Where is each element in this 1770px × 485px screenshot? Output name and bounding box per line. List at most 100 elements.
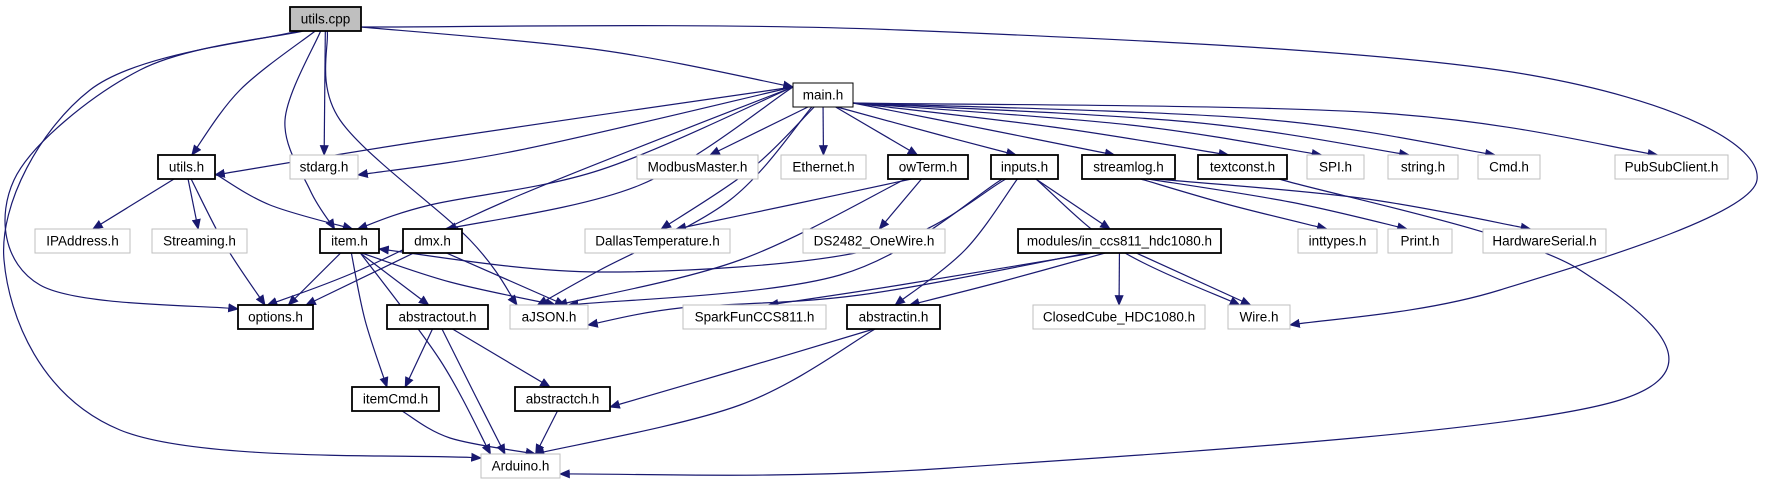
node-box-pubsubclient-h [1614, 154, 1729, 180]
node-string-h: string.h [1387, 154, 1459, 180]
node-box-utils-cpp [289, 6, 362, 32]
include-edge-main-h-to-streamlog-h [852, 102, 1116, 158]
include-edge-utils-cpp-to-item-h [284, 30, 336, 230]
node-label-streamlog-h: streamlog.h [1093, 160, 1164, 175]
node-box-cmd-h [1477, 154, 1541, 180]
node-streaming-h: Streaming.h [151, 228, 248, 254]
include-edge-item-h-to-options-h [287, 252, 342, 306]
node-label-ethernet-h: Ethernet.h [792, 160, 854, 175]
include-edge-streamlog-h-to-hardwareserial-h [1156, 178, 1532, 232]
node-options-h[interactable]: options.h [237, 304, 314, 330]
node-box-textconst-h [1197, 154, 1288, 180]
include-edge-utils-cpp-to-arduino-h [3, 30, 483, 462]
node-box-dmx-h [402, 228, 463, 254]
node-box-ipaddress-h [34, 228, 131, 254]
node-label-item-h: item.h [331, 234, 368, 249]
node-box-hardwareserial-h [1482, 228, 1607, 254]
include-edge-main-h-to-pubsubclient-h [852, 102, 1659, 159]
include-edge-utils-h-to-ipaddress-h [91, 178, 175, 230]
node-label-owterm-h: owTerm.h [899, 160, 958, 175]
node-modules-in-ccs811-hdc1080-h[interactable]: modules/in_ccs811_hdc1080.h [1017, 228, 1222, 254]
node-box-streamlog-h [1081, 154, 1176, 180]
node-abstractout-h[interactable]: abstractout.h [386, 304, 489, 330]
include-edge-abstractch-h-to-arduino-h [535, 410, 558, 456]
node-label-dallastemperature-h: DallasTemperature.h [595, 234, 720, 249]
node-box-inputs-h [990, 154, 1059, 180]
node-label-modbusmaster-h: ModbusMaster.h [648, 160, 748, 175]
node-label-string-h: string.h [1401, 160, 1445, 175]
node-pubsubclient-h: PubSubClient.h [1614, 154, 1729, 180]
include-edge-itemcmd-h-to-arduino-h [401, 410, 537, 457]
node-ds2482-onewire-h: DS2482_OneWire.h [802, 228, 946, 254]
node-box-item-h [319, 228, 380, 254]
node-label-modules-in-ccs811-hdc1080-h: modules/in_ccs811_hdc1080.h [1027, 234, 1212, 249]
node-ethernet-h: Ethernet.h [780, 154, 867, 180]
include-edge-utils-cpp-to-utils-h [191, 30, 316, 156]
node-print-h: Print.h [1387, 228, 1453, 254]
include-edge-utils-cpp-to-wire-h [360, 25, 1758, 328]
node-label-ajson-h: aJSON.h [522, 310, 577, 325]
node-wire-h: Wire.h [1227, 304, 1291, 330]
node-box-owterm-h [887, 154, 969, 180]
node-box-string-h [1387, 154, 1459, 180]
node-owterm-h[interactable]: owTerm.h [887, 154, 969, 180]
include-edge-main-h-to-string-h [852, 102, 1411, 159]
node-label-arduino-h: Arduino.h [492, 459, 550, 474]
node-label-abstractin-h: abstractin.h [859, 310, 929, 325]
node-abstractch-h[interactable]: abstractch.h [514, 386, 611, 412]
include-edge-abstractout-h-to-abstractch-h [452, 328, 551, 388]
node-box-sparkfunccs811-h [682, 304, 827, 330]
node-label-spi-h: SPI.h [1319, 160, 1352, 175]
node-dallastemperature-h: DallasTemperature.h [584, 228, 731, 254]
node-label-dmx-h: dmx.h [414, 234, 451, 249]
node-label-inttypes-h: inttypes.h [1309, 234, 1367, 249]
node-label-streaming-h: Streaming.h [163, 234, 236, 249]
include-edge-main-h-to-textconst-h [852, 102, 1230, 158]
node-box-spi-h [1306, 154, 1365, 180]
node-label-sparkfunccs811-h: SparkFunCCS811.h [695, 310, 815, 325]
include-edge-modules-in-ccs811-hdc1080-h-to-wire-h [1135, 252, 1252, 306]
node-box-main-h [792, 82, 854, 108]
node-item-h[interactable]: item.h [319, 228, 380, 254]
node-label-ipaddress-h: IPAddress.h [46, 234, 119, 249]
node-dmx-h[interactable]: dmx.h [402, 228, 463, 254]
node-streamlog-h[interactable]: streamlog.h [1081, 154, 1176, 180]
node-itemcmd-h[interactable]: itemCmd.h [351, 386, 440, 412]
node-spi-h: SPI.h [1306, 154, 1365, 180]
node-box-print-h [1387, 228, 1453, 254]
node-label-print-h: Print.h [1400, 234, 1439, 249]
include-edge-item-h-to-arduino-h [359, 252, 491, 456]
node-label-itemcmd-h: itemCmd.h [363, 392, 428, 407]
node-label-hardwareserial-h: HardwareSerial.h [1492, 234, 1596, 249]
node-label-utils-h: utils.h [169, 160, 204, 175]
include-edge-dmx-h-to-options-h [304, 252, 414, 306]
node-ajson-h: aJSON.h [509, 304, 589, 330]
node-stdarg-h: stdarg.h [289, 154, 359, 180]
node-main-h[interactable]: main.h [792, 82, 854, 108]
node-box-wire-h [1227, 304, 1291, 330]
include-edge-inputs-h-to-ajson-h [567, 178, 1003, 309]
node-utils-h[interactable]: utils.h [157, 154, 216, 180]
node-abstractin-h[interactable]: abstractin.h [846, 304, 941, 330]
include-edge-modules-in-ccs811-hdc1080-h-to-abstractin-h [908, 252, 1106, 308]
node-label-wire-h: Wire.h [1239, 310, 1278, 325]
include-edge-inputs-h-to-modules-in-ccs811-hdc1080-h [1035, 178, 1111, 230]
node-label-abstractch-h: abstractch.h [526, 392, 600, 407]
node-label-abstractout-h: abstractout.h [398, 310, 476, 325]
include-edge-utils-cpp-to-main-h [360, 26, 795, 90]
node-label-main-h: main.h [803, 88, 844, 103]
include-edge-main-h-to-inputs-h [836, 106, 1018, 157]
node-box-inttypes-h [1297, 228, 1378, 254]
include-edge-item-h-to-ajson-h [361, 252, 557, 308]
include-edge-owterm-h-to-dallastemperature-h [675, 178, 912, 232]
include-edge-utils-cpp-to-options-h [4, 30, 304, 313]
node-label-textconst-h: textconst.h [1210, 160, 1275, 175]
node-inputs-h[interactable]: inputs.h [990, 154, 1059, 180]
node-textconst-h[interactable]: textconst.h [1197, 154, 1288, 180]
node-box-modules-in-ccs811-hdc1080-h [1017, 228, 1222, 254]
include-edge-abstractout-h-to-arduino-h [441, 328, 506, 456]
node-hardwareserial-h: HardwareSerial.h [1482, 228, 1607, 254]
